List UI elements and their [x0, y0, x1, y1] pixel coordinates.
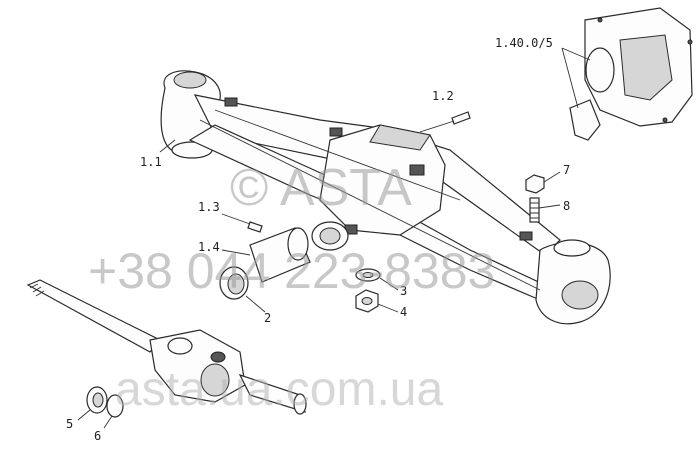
- cover-1-40: [561, 7, 693, 141]
- bushing-5: [77, 386, 108, 421]
- label-2: 2: [264, 311, 271, 325]
- bushing-1-4: [221, 227, 311, 283]
- washer-3: [355, 268, 399, 291]
- watermark-brand: © ASTA: [230, 159, 412, 217]
- seal-2: [219, 266, 266, 313]
- label-1-1: 1.1: [140, 155, 162, 169]
- nut-4: [355, 289, 399, 313]
- label-1-3: 1.3: [198, 200, 220, 214]
- label-3: 3: [400, 284, 407, 298]
- ring-6: [103, 394, 124, 429]
- watermark-site: asta.ua.com.ua: [115, 363, 444, 416]
- axle-housing: [160, 70, 611, 325]
- pin-1-3: [221, 213, 263, 233]
- pin-1-2: [419, 111, 471, 133]
- label-1-4: 1.4: [198, 240, 220, 254]
- nut-7: [525, 171, 561, 194]
- stud-8: [529, 197, 561, 223]
- leader-1-1: [159, 139, 176, 153]
- label-6: 6: [94, 429, 101, 443]
- label-1-40: 1.40.0/5: [495, 36, 553, 50]
- label-4: 4: [400, 305, 407, 319]
- label-8: 8: [563, 199, 570, 213]
- label-5: 5: [66, 417, 73, 431]
- watermark-phone: +38 044 223-8383: [88, 243, 495, 299]
- label-7: 7: [563, 163, 570, 177]
- label-1-2: 1.2: [432, 89, 454, 103]
- drive-shaft: [26, 279, 307, 415]
